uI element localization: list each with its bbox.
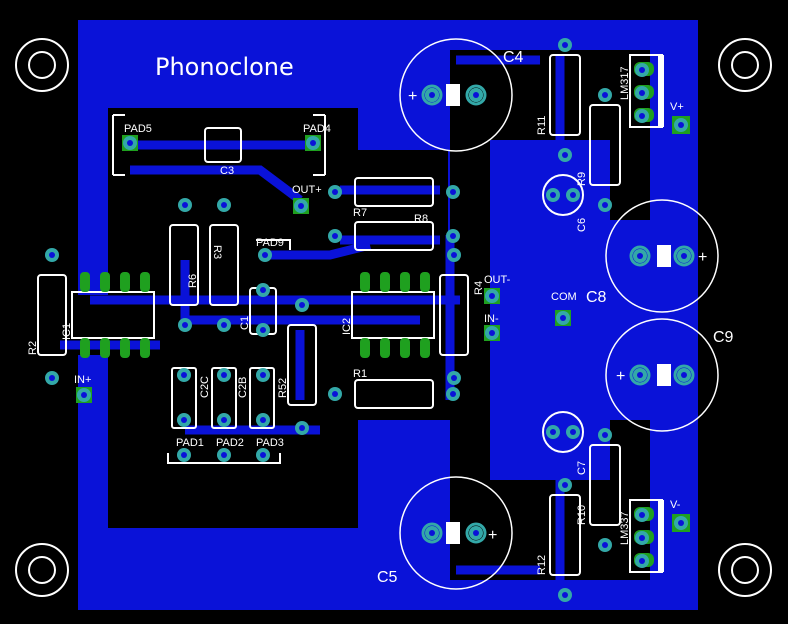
label-r1: R1: [353, 368, 367, 380]
label-in-minus: IN-: [484, 313, 499, 325]
label-c7: C7: [576, 461, 588, 475]
cap-c5: [399, 476, 513, 590]
label-r6: R6: [187, 274, 199, 288]
label-ic2: IC2: [341, 318, 353, 335]
cap-c4: [399, 38, 513, 152]
cap-c9: [605, 318, 719, 432]
board-title: Phonoclone: [155, 53, 294, 81]
label-com: COM: [551, 291, 577, 303]
label-c2c: C2C: [199, 376, 211, 398]
label-pad1: PAD1: [176, 437, 204, 449]
label-c8: C8: [586, 289, 607, 306]
label-c3: C3: [220, 165, 234, 177]
label-r2: R2: [27, 341, 39, 355]
label-r3: R3: [211, 245, 223, 259]
plus-c9: +: [616, 368, 625, 385]
plus-c8: +: [698, 249, 707, 266]
label-in-plus: IN+: [74, 374, 91, 386]
label-r10: R10: [576, 505, 588, 525]
label-v-minus: V-: [670, 499, 681, 511]
label-v-plus: V+: [670, 101, 684, 113]
label-r4: R4: [473, 281, 485, 295]
label-pad3: PAD3: [256, 437, 284, 449]
label-c9: C9: [713, 329, 734, 346]
ic-outlines: [71, 291, 435, 339]
label-c6: C6: [576, 218, 588, 232]
label-pad9: PAD9: [256, 237, 284, 249]
label-r7: R7: [353, 207, 367, 219]
label-lm317: LM317: [619, 66, 631, 100]
label-lm337: LM337: [619, 511, 631, 545]
label-r11: R11: [536, 116, 548, 135]
label-c4: C4: [503, 49, 524, 66]
label-ic1: IC1: [61, 323, 73, 340]
cap-c8: [605, 199, 719, 313]
mounting-holes: [15, 38, 772, 597]
label-c1: C1: [239, 316, 251, 330]
label-r8: R8: [414, 213, 428, 225]
label-c5: C5: [377, 569, 398, 586]
label-c2b: C2B: [237, 377, 249, 398]
label-pad5: PAD5: [124, 123, 152, 135]
label-pad2: PAD2: [216, 437, 244, 449]
label-r52: R52: [277, 378, 289, 398]
label-out-minus: OUT-: [484, 274, 511, 286]
plus-c5: +: [488, 527, 497, 544]
dip-pads: [80, 272, 430, 358]
label-r9: R9: [576, 172, 588, 186]
label-out-plus: OUT+: [292, 184, 322, 196]
plus-c4: +: [408, 88, 417, 105]
resistors: [37, 54, 621, 576]
label-pad4: PAD4: [303, 123, 331, 135]
label-r12: R12: [536, 555, 548, 575]
